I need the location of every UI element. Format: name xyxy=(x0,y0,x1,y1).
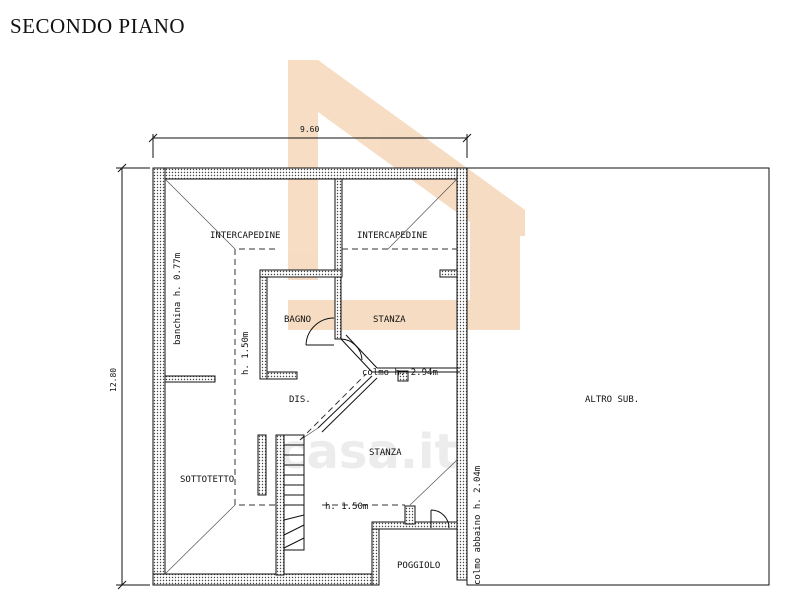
room-intercapedine-left: INTERCAPEDINE xyxy=(210,231,280,241)
room-stanza-main: STANZA xyxy=(369,448,402,458)
page-title: SECONDO PIANO xyxy=(10,14,186,38)
room-altro-sub: ALTRO SUB. xyxy=(585,395,639,405)
annotation-banchina: banchina h. 0.77m xyxy=(173,253,183,345)
height-label: 12.80 xyxy=(109,368,118,392)
width-label: 9.60 xyxy=(300,125,319,134)
room-intercapedine-right: INTERCAPEDINE xyxy=(357,231,427,241)
room-dis: DIS. xyxy=(289,395,311,405)
annotation-h150-horizontal: h. 1.50m xyxy=(325,502,368,512)
diagonal-walls xyxy=(305,317,460,529)
outer-walls xyxy=(152,167,468,586)
room-poggiolo: POGGIOLO xyxy=(397,561,440,571)
room-sottotetto: SOTTOTETTO xyxy=(180,475,234,485)
annotation-h150-vertical: h. 1.50m xyxy=(241,332,251,375)
room-stanza-top: STANZA xyxy=(373,315,406,325)
annotation-colmo-abbaino: colmo abbaino h. 2.04m xyxy=(473,466,483,585)
interior-walls xyxy=(164,178,458,586)
watermark-text: casa.it xyxy=(278,424,457,480)
dimension-height: 12.80 xyxy=(109,163,150,590)
annotation-colmo: colmo h. 2.94m xyxy=(362,368,438,378)
dimension-width: 9.60 xyxy=(148,125,472,158)
roof-lines xyxy=(164,178,458,575)
room-bagno: BAGNO xyxy=(284,315,311,325)
watermark-logo-icon xyxy=(288,60,525,330)
staircase xyxy=(283,434,305,551)
